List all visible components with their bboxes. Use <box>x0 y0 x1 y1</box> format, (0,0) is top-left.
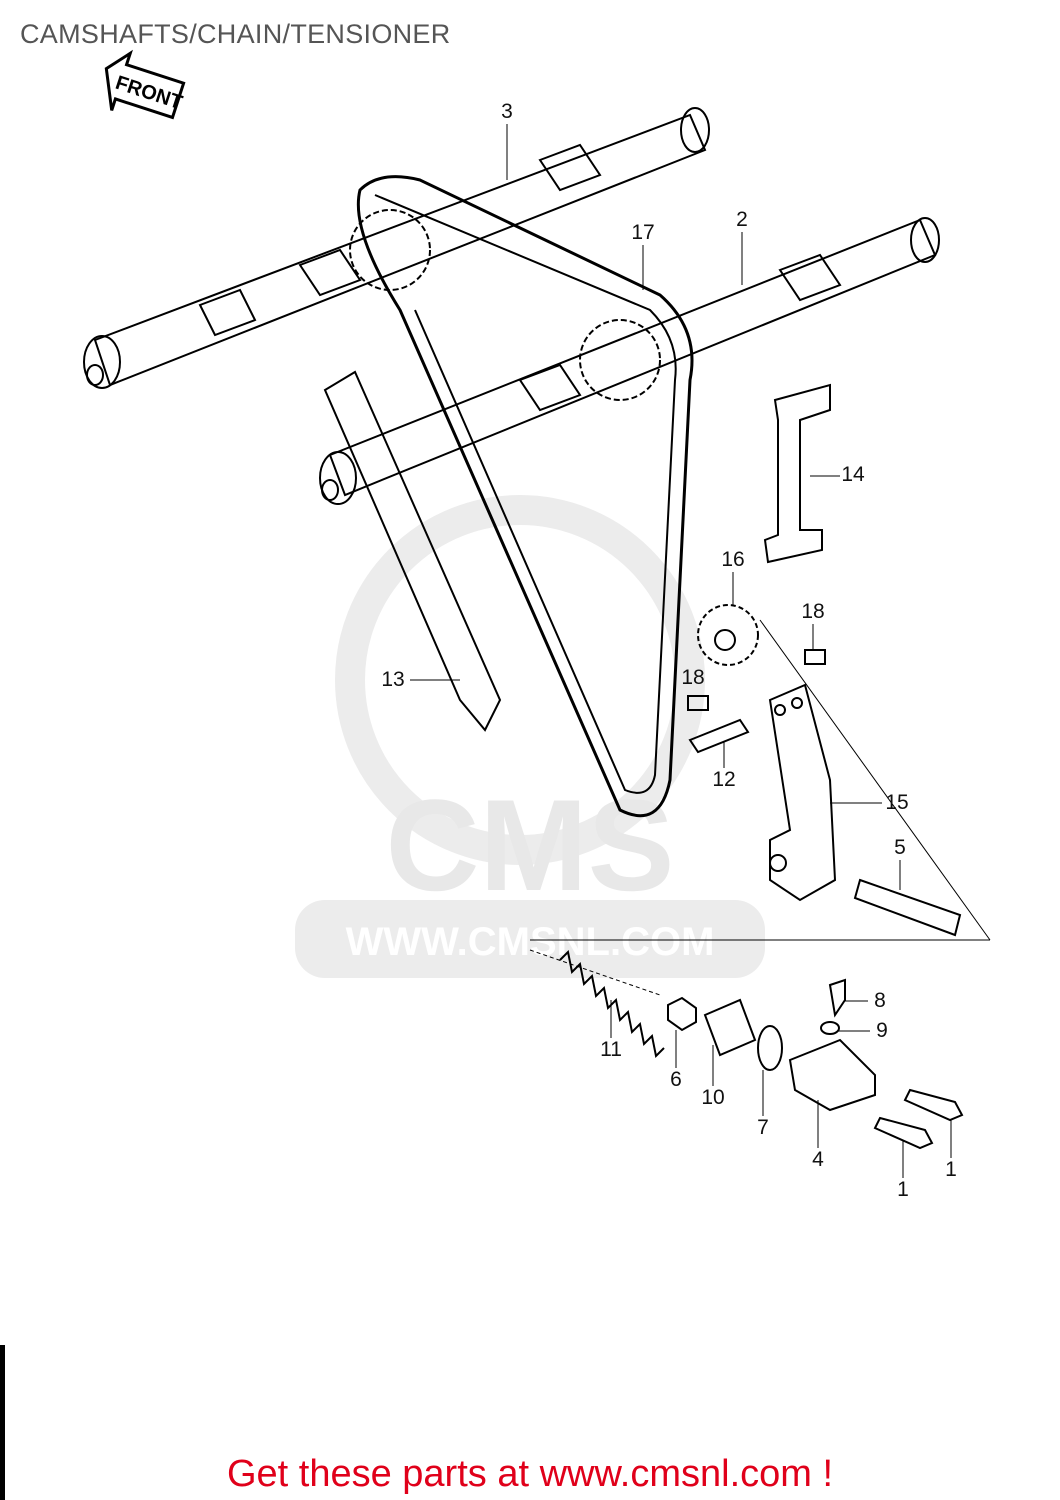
tensioner-sprocket <box>697 604 759 666</box>
svg-text:WWW.CMSNL.COM: WWW.CMSNL.COM <box>346 920 715 964</box>
callout-2: 2 <box>736 208 748 231</box>
callout-13: 13 <box>381 668 405 691</box>
front-arrow-icon: FRONT <box>104 49 186 120</box>
timing-chain <box>356 175 694 818</box>
left-edge-bar <box>0 1345 5 1500</box>
tensioner-body <box>788 1038 876 1112</box>
watermark-logo: CMS WWW.CMSNL.COM <box>295 495 765 978</box>
callout-12: 12 <box>712 768 736 791</box>
footer-link[interactable]: Get these parts at www.cmsnl.com ! <box>226 1453 834 1495</box>
callout-18: 18 <box>681 666 705 689</box>
callout-1: 1 <box>945 1158 957 1181</box>
callout-11: 11 <box>600 1038 622 1061</box>
callout-18: 18 <box>801 600 825 623</box>
callout-8: 8 <box>874 989 886 1012</box>
callout-17: 17 <box>631 221 655 244</box>
callout-16: 16 <box>721 548 745 571</box>
callout-9: 9 <box>876 1019 888 1042</box>
callout-14: 14 <box>841 463 865 486</box>
page-title: CAMSHAFTS/CHAIN/TENSIONER <box>20 19 451 49</box>
callout-5: 5 <box>894 836 906 859</box>
callout-6: 6 <box>670 1068 682 1091</box>
sprocket-lower <box>579 319 661 401</box>
sprocket-upper <box>349 209 431 291</box>
callout-15: 15 <box>885 791 909 814</box>
callout-1: 1 <box>897 1178 909 1201</box>
chain-guide <box>323 370 502 732</box>
callout-3: 3 <box>501 100 513 123</box>
callout-10: 10 <box>701 1086 725 1109</box>
tensioner-arm <box>768 683 837 902</box>
camshaft-exhaust <box>83 107 710 389</box>
callout-7: 7 <box>757 1116 769 1139</box>
camshaft-intake <box>319 217 940 505</box>
tensioner-spring <box>559 949 665 1059</box>
callout-4: 4 <box>812 1148 824 1171</box>
svg-text:CMS: CMS <box>386 772 675 918</box>
guide-bracket <box>763 383 831 564</box>
